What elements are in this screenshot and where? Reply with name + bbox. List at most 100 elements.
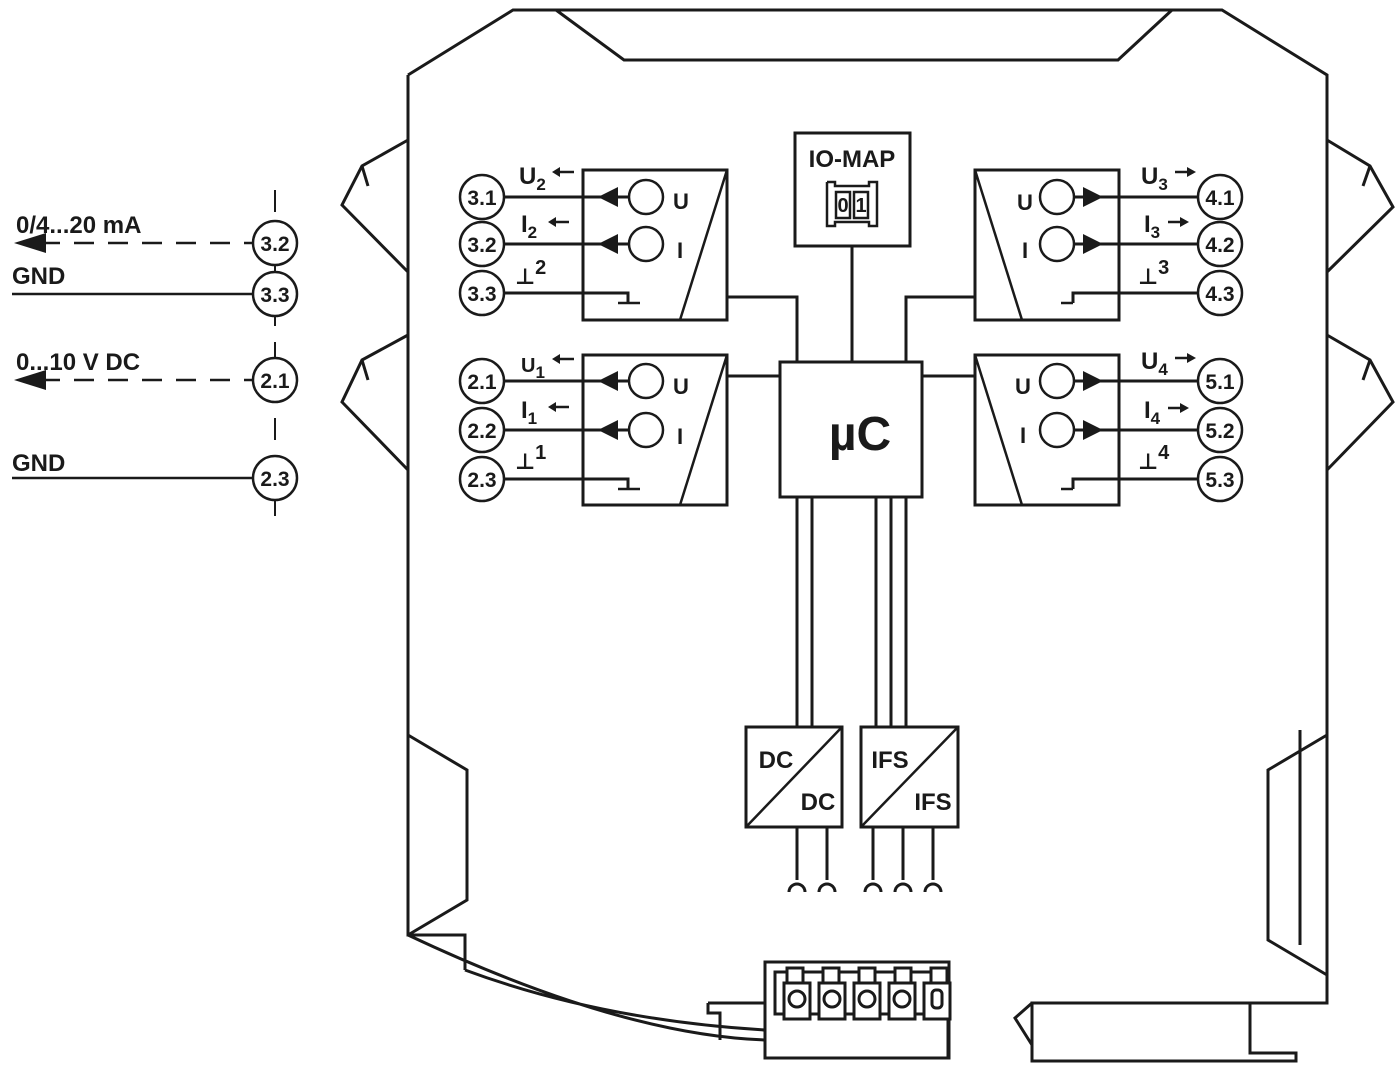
svg-text:2.1: 2.1 — [467, 371, 497, 394]
svg-text:5.1: 5.1 — [1205, 371, 1235, 394]
port-u-label: U — [1015, 374, 1031, 399]
terminal: 5.2 — [1196, 406, 1244, 454]
port-i-label: I — [677, 238, 683, 263]
arrow-left-icon — [14, 233, 46, 253]
terminal: 4.1 — [1196, 173, 1244, 221]
arrow-right-icon — [1083, 234, 1103, 254]
dc-dc-converter: DC DC — [744, 725, 844, 893]
port-u-label: U — [673, 189, 689, 214]
port-i-label: I — [677, 424, 683, 449]
ground-symbol: ⊥3 — [1138, 257, 1169, 289]
svg-text:3.3: 3.3 — [260, 284, 289, 307]
arrow-left-icon — [598, 371, 618, 391]
module-housing — [340, 8, 1395, 1063]
current-signal-symbol: I3 — [1144, 211, 1160, 242]
microcontroller-block: µC — [778, 360, 924, 499]
svg-text:3.2: 3.2 — [467, 234, 496, 257]
ifs-out-label: IFS — [914, 789, 951, 816]
field-terminal: 3.3 — [251, 270, 299, 318]
arrow-right-icon — [1180, 403, 1189, 413]
svg-text:2.1: 2.1 — [260, 370, 290, 393]
arrow-right-icon — [1180, 217, 1189, 227]
voltage-signal-symbol: U1 — [521, 355, 545, 382]
svg-text:4.2: 4.2 — [1205, 234, 1234, 257]
svg-text:3.3: 3.3 — [467, 283, 496, 306]
voltage-port — [627, 362, 665, 400]
arrow-left-icon — [598, 234, 618, 254]
arrow-left-icon — [14, 370, 46, 390]
input-channel-1: U I U1 I1 ⊥1 2.1 2.2 2.3 — [458, 353, 729, 507]
output-channel-4: U I U4 I4 ⊥4 5.1 5.2 5.3 — [973, 348, 1244, 507]
voltage-signal-symbol: U4 — [1141, 348, 1168, 379]
arrow-left-icon — [552, 167, 560, 177]
dc-out-label: DC — [801, 789, 836, 816]
svg-text:2.3: 2.3 — [467, 469, 496, 492]
ground-symbol: ⊥1 — [515, 442, 546, 474]
current-signal-symbol: I2 — [521, 211, 537, 242]
current-port — [627, 225, 665, 263]
bus-connection-icon — [863, 882, 943, 893]
arrow-right-icon — [1083, 420, 1103, 440]
svg-text:2.3: 2.3 — [260, 468, 289, 491]
switch-label: 0 — [837, 195, 848, 217]
port-i-label: I — [1020, 423, 1026, 448]
terminal: 3.2 — [458, 220, 506, 268]
io-map-block: IO-MAP 0 1 — [793, 131, 912, 362]
field-terminal: 2.1 — [251, 356, 299, 404]
gnd-label: GND — [12, 450, 65, 477]
ifs-in-label: IFS — [871, 747, 908, 774]
current-signal-symbol: I1 — [521, 397, 537, 428]
dip-switch-icon — [825, 180, 879, 228]
arrow-left-icon — [552, 354, 560, 364]
svg-text:4.1: 4.1 — [1205, 187, 1235, 210]
terminal: 5.1 — [1196, 357, 1244, 405]
terminal: 5.3 — [1196, 455, 1244, 503]
input-channel-2: U I U2 I2 ⊥2 3.1 3.2 3.3 — [458, 163, 729, 322]
svg-text:5.3: 5.3 — [1205, 469, 1234, 492]
field-wiring: 0/4...20 mA GND 0...10 V DC GND 3.2 3.3 … — [12, 190, 299, 518]
arrow-left-icon — [548, 217, 556, 227]
port-u-label: U — [1017, 190, 1033, 215]
gnd-label: GND — [12, 263, 65, 290]
arrow-right-icon — [1083, 371, 1103, 391]
arrow-right-icon — [1187, 353, 1196, 363]
io-map-title: IO-MAP — [809, 146, 896, 173]
ground-symbol: ⊥4 — [1138, 442, 1170, 474]
power-connection-icon — [787, 882, 837, 893]
svg-text:5.2: 5.2 — [1205, 420, 1234, 443]
voltage-signal-label: 0...10 V DC — [16, 349, 140, 376]
internal-wiring — [727, 295, 975, 727]
bus-connector — [763, 960, 952, 1060]
arrow-right-icon — [1083, 187, 1103, 207]
voltage-port — [1038, 178, 1076, 216]
terminal: 2.2 — [458, 406, 506, 454]
arrow-left-icon — [598, 187, 618, 207]
dc-in-label: DC — [759, 747, 794, 774]
voltage-signal-symbol: U2 — [519, 163, 546, 194]
ifs-interface-block: IFS IFS — [859, 725, 960, 893]
ground-symbol: ⊥2 — [515, 257, 546, 289]
terminal: 3.3 — [458, 269, 506, 317]
current-port — [1038, 225, 1076, 263]
output-channel-3: U I U3 I3 ⊥3 4.1 4.2 4.3 — [973, 163, 1244, 322]
voltage-signal-symbol: U3 — [1141, 163, 1168, 194]
port-u-label: U — [673, 374, 689, 399]
voltage-port — [1038, 362, 1076, 400]
terminal: 4.3 — [1196, 269, 1244, 317]
arrow-left-icon — [598, 420, 618, 440]
svg-text:3.1: 3.1 — [467, 187, 497, 210]
svg-text:4.3: 4.3 — [1205, 283, 1234, 306]
field-terminal: 3.2 — [251, 219, 299, 267]
microcontroller-label: µC — [829, 408, 891, 461]
field-terminal: 2.3 — [251, 454, 299, 502]
current-signal-label: 0/4...20 mA — [16, 212, 141, 239]
current-port — [1038, 411, 1076, 449]
svg-text:2.2: 2.2 — [467, 420, 496, 443]
terminal: 2.1 — [458, 357, 506, 405]
arrow-right-icon — [1187, 167, 1196, 177]
terminal: 4.2 — [1196, 220, 1244, 268]
current-port — [627, 411, 665, 449]
port-i-label: I — [1022, 238, 1028, 263]
svg-text:3.2: 3.2 — [260, 233, 289, 256]
